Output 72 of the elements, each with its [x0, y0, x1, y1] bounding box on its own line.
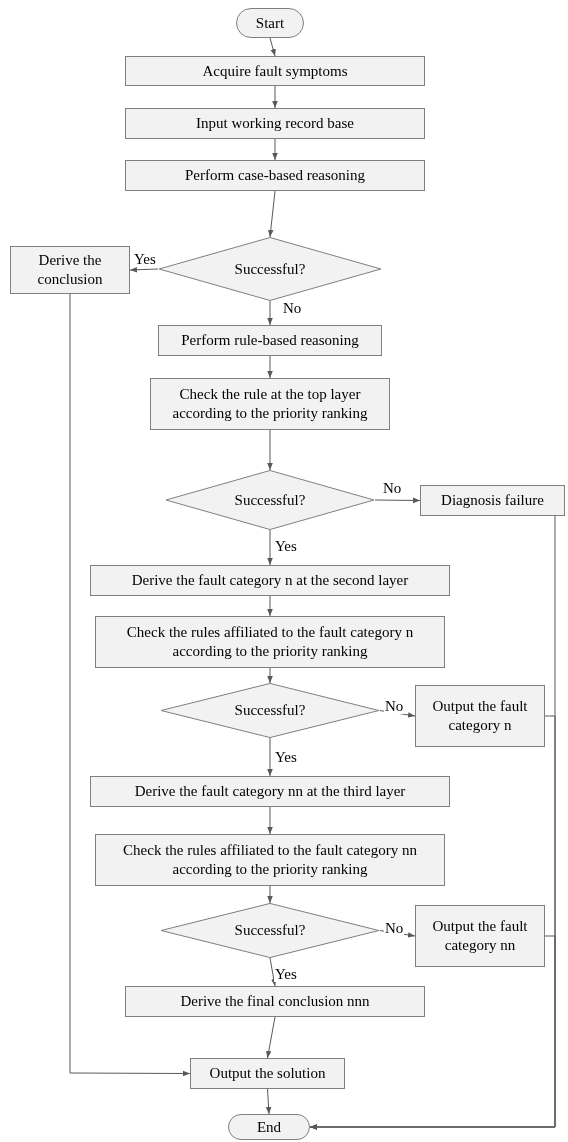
step-text: Output the solution	[209, 1064, 326, 1083]
edge-label: No	[384, 921, 405, 936]
question-text: Successful?	[234, 259, 306, 279]
step-text: Check the rules affiliated to the fault category n according to the priority ranking	[125, 623, 415, 661]
process-box	[415, 685, 545, 747]
edge-label: Yes	[274, 750, 298, 765]
process-box	[158, 325, 382, 356]
edge-label: No	[382, 481, 403, 496]
process-box	[90, 565, 450, 596]
step-text: Derive the fault category n at the second layer	[131, 571, 409, 590]
arrow	[129, 266, 159, 273]
process-box	[90, 776, 450, 807]
process-box	[190, 1058, 345, 1089]
process-box	[150, 378, 390, 430]
process-box	[95, 834, 445, 886]
arrow	[267, 190, 276, 238]
arrow	[69, 293, 191, 1077]
process-box	[95, 616, 445, 668]
step-text: Check the rules affiliated to the fault category nn according to the priority ranking	[122, 841, 418, 879]
step-text: Start	[255, 13, 285, 33]
decision-diamond	[165, 470, 375, 530]
arrow	[267, 595, 273, 617]
terminal-box	[236, 8, 304, 38]
arrow	[267, 667, 273, 684]
arrow	[267, 806, 273, 835]
arrow	[272, 138, 278, 161]
arrow	[379, 710, 416, 718]
edge-label: Yes	[274, 967, 298, 982]
question-text: Successful?	[234, 921, 306, 940]
arrow	[379, 930, 416, 938]
step-text: Derive the conclusion	[36, 251, 104, 289]
arrow	[267, 737, 273, 777]
terminal-box	[228, 1114, 310, 1140]
arrow	[272, 85, 278, 109]
arrow	[269, 37, 276, 57]
arrow	[267, 355, 273, 379]
step-text: End	[256, 1117, 282, 1137]
question-text: Successful?	[234, 490, 306, 510]
step-text: Derive the fault category nn at the third layer	[134, 782, 406, 801]
process-box	[420, 485, 565, 516]
arrow	[309, 935, 556, 1130]
step-text: Output the fault category nn	[431, 917, 529, 955]
decision-diamond	[160, 683, 380, 738]
process-box	[125, 986, 425, 1017]
step-text: Derive the final conclusion nnn	[180, 992, 370, 1011]
step-text: Diagnosis failure	[441, 491, 544, 510]
arrow	[267, 300, 273, 326]
arrow	[267, 429, 273, 471]
edge-label: No	[384, 699, 405, 714]
arrow	[266, 1016, 276, 1059]
arrow	[269, 957, 277, 987]
process-box	[415, 905, 545, 967]
step-text: Perform case-based reasoning	[185, 166, 365, 185]
step-text: Perform rule-based reasoning	[181, 331, 359, 350]
process-box	[10, 246, 130, 294]
arrow	[374, 497, 421, 504]
edge-label: Yes	[133, 252, 157, 267]
decision-diamond	[160, 903, 380, 958]
arrow	[265, 1088, 272, 1115]
question-text: Successful?	[234, 701, 306, 720]
step-text: Output the fault category n	[431, 697, 529, 735]
process-box	[125, 56, 425, 86]
edge-label: No	[282, 301, 303, 316]
arrow	[267, 885, 273, 904]
step-text: Input working record base	[196, 114, 354, 133]
decision-diamond	[158, 237, 382, 301]
process-box	[125, 160, 425, 191]
process-box	[125, 108, 425, 139]
edge-label: Yes	[274, 539, 298, 554]
step-text: Acquire fault symptoms	[202, 61, 348, 81]
step-text: Check the rule at the top layer according to the priority ranking	[171, 385, 369, 423]
arrow	[267, 529, 273, 566]
